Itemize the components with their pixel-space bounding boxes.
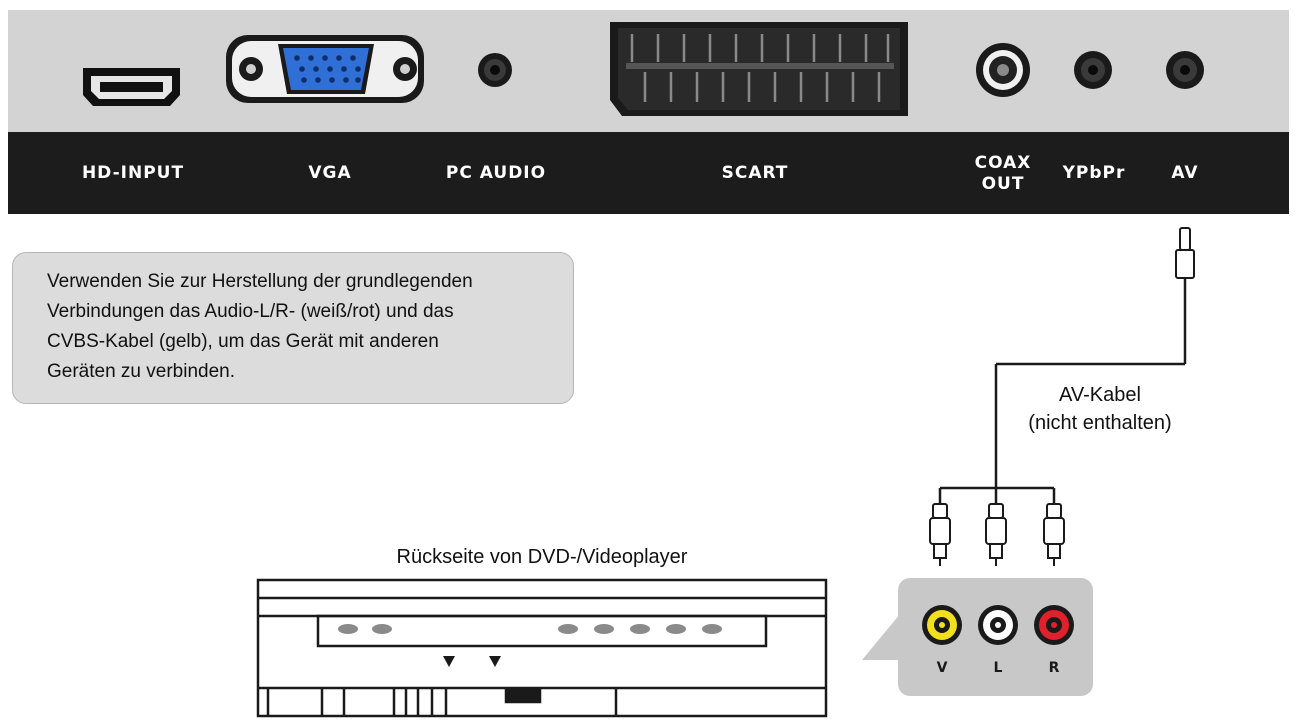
ypbpr-jack — [1074, 51, 1112, 89]
note-line-3: CVBS-Kabel (gelb), um das Gerät mit ande… — [47, 331, 439, 352]
rca-plug-video — [929, 503, 951, 566]
cable-label-line2: (nicht enthalten) — [1028, 412, 1172, 434]
rca-callout — [862, 578, 1093, 696]
av-cable — [938, 227, 1195, 504]
dvd-player — [256, 578, 828, 718]
vga-port — [226, 35, 424, 103]
rca-plug-left — [985, 503, 1007, 566]
label-hd-input: HD-INPUT — [81, 163, 185, 183]
tv-rear-panel — [8, 10, 1289, 214]
label-coax-line2: OUT — [981, 174, 1025, 194]
rca-label-r: R — [1048, 660, 1060, 676]
label-ypbpr: YPbPr — [1062, 163, 1126, 183]
rca-plugs — [929, 503, 1065, 566]
rca-jack-video — [922, 605, 962, 645]
dvd-player-arrows — [443, 656, 501, 667]
coax-out-jack — [976, 43, 1030, 97]
label-vga: VGA — [308, 163, 352, 183]
label-av: AV — [1171, 163, 1199, 183]
player-caption: Rückseite von DVD-/Videoplayer — [396, 546, 688, 568]
note-line-2: Verbindungen das Audio-L/R- (weiß/rot) u… — [47, 301, 454, 322]
rca-jack-left — [978, 605, 1018, 645]
rca-plug-right — [1043, 503, 1065, 566]
hdmi-port — [83, 68, 180, 106]
panel-label-strip — [8, 132, 1289, 214]
rca-label-v: V — [936, 660, 948, 676]
label-pc-audio: PC AUDIO — [445, 163, 547, 183]
note-line-4: Geräten zu verbinden. — [47, 361, 236, 382]
dvd-player-dots — [338, 624, 722, 634]
rca-jack-right — [1034, 605, 1074, 645]
rca-label-l: L — [993, 660, 1003, 676]
cable-label-line1: AV-Kabel — [1059, 384, 1141, 406]
scart-port — [610, 22, 908, 116]
label-scart: SCART — [721, 163, 789, 183]
note-line-1: Verwenden Sie zur Herstellung der grundl… — [47, 271, 473, 292]
av-jack — [1166, 51, 1204, 89]
pc-audio-jack — [478, 53, 512, 87]
instruction-note: Verwenden Sie zur Herstellung der grundl… — [12, 252, 574, 404]
label-coax-line1: COAX — [974, 153, 1032, 173]
